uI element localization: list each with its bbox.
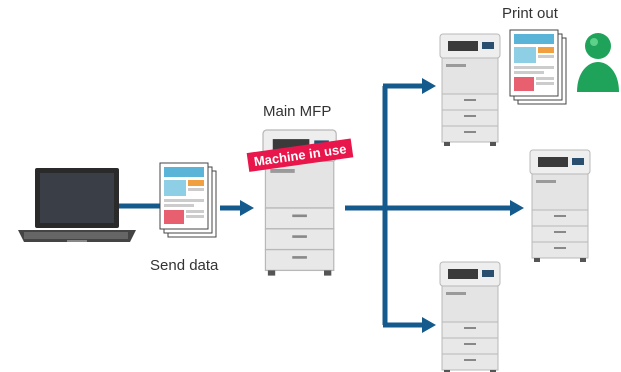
document-stack-icon: [159, 162, 217, 238]
document-stack-icon: [509, 29, 567, 105]
connection-arrows: [119, 78, 524, 333]
top-arrowhead: [422, 78, 436, 94]
bottom-arrowhead: [422, 317, 436, 333]
user-icon: [577, 33, 619, 92]
mfp-printer-icon: [529, 149, 591, 263]
main-mfp-label: Main MFP: [263, 103, 332, 120]
laptop-icon: [18, 168, 136, 242]
right-arrowhead: [510, 200, 524, 216]
send-data-label: Send data: [150, 257, 219, 274]
mfp-printer-icon: [439, 33, 501, 147]
print-out-label: Print out: [502, 5, 558, 22]
mfp-printer-icon: [439, 261, 501, 372]
doc-to-mfp-arrowhead: [240, 200, 254, 216]
